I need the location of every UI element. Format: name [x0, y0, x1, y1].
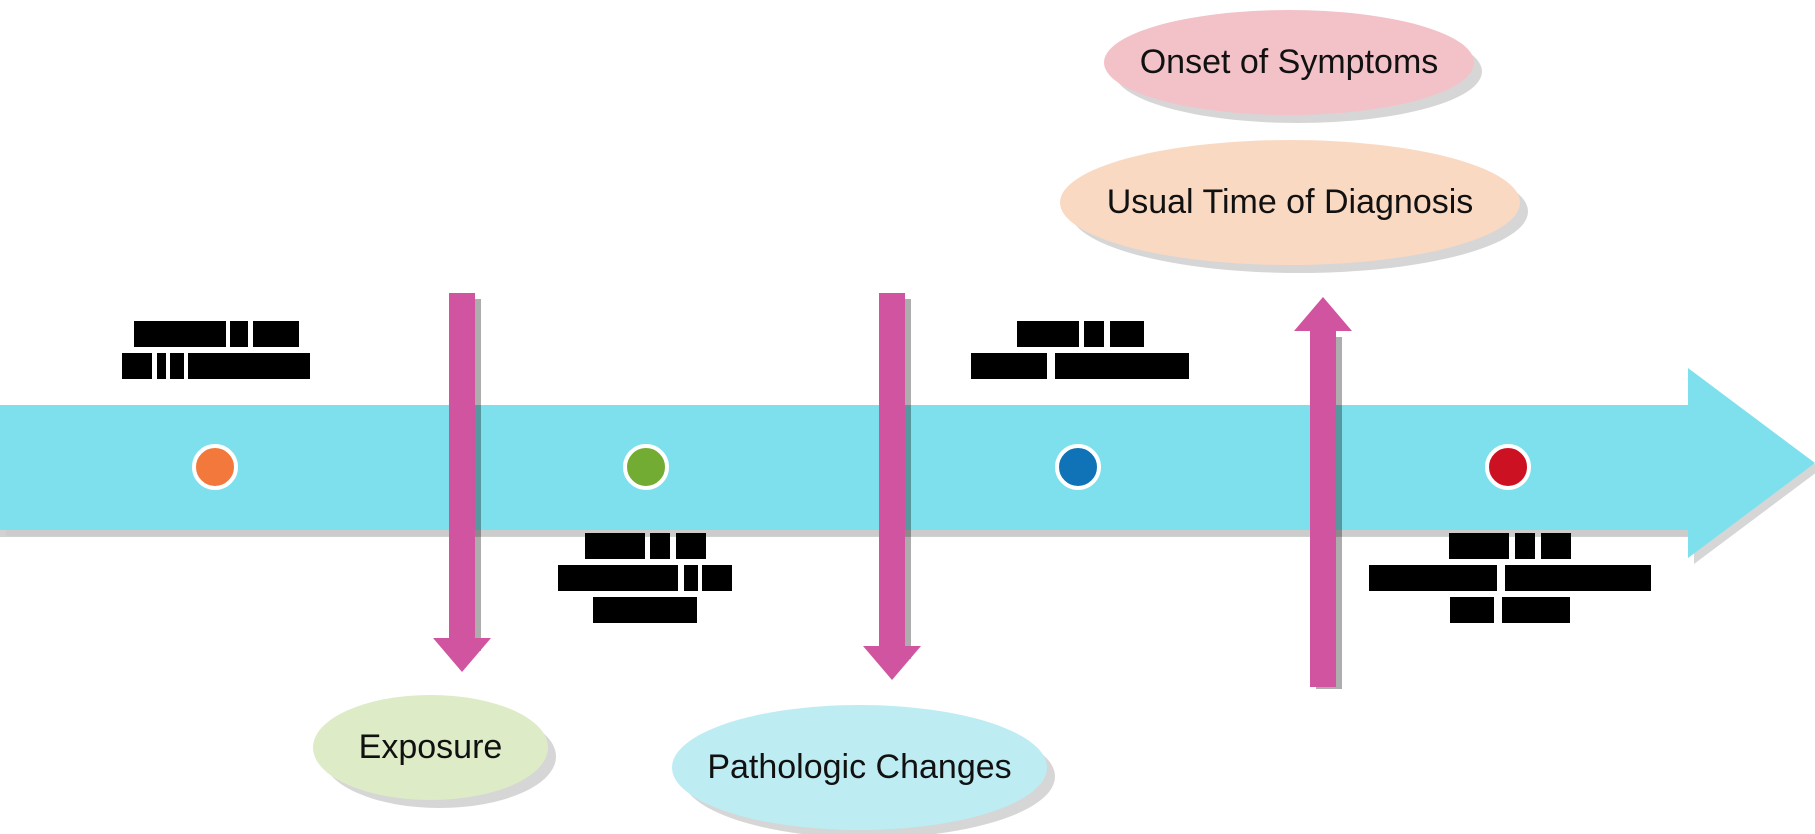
arrowhead-down-icon — [433, 638, 491, 672]
arrowhead-up-icon — [1294, 297, 1352, 331]
callout-pathologic-label: Pathologic Changes — [707, 747, 1012, 786]
callout-exposure[interactable]: Exposure — [313, 695, 548, 800]
marker-stage-susceptibility[interactable] — [192, 444, 238, 490]
marker-stage-clinical[interactable] — [1055, 444, 1101, 490]
marker-stage-subclinical[interactable] — [623, 444, 669, 490]
arrowhead-down-icon — [863, 646, 921, 680]
connector-shaft — [879, 293, 905, 649]
connector-arrow-pathologic — [862, 293, 922, 693]
redacted-text-line — [1369, 565, 1651, 591]
redacted-text-line — [971, 353, 1189, 379]
callout-onset-of-symptoms[interactable]: Onset of Symptoms — [1104, 10, 1474, 115]
connector-arrow-exposure — [432, 293, 492, 678]
redacted-text-line — [122, 353, 310, 379]
redacted-text-line — [558, 565, 732, 591]
callout-diagnosis-label: Usual Time of Diagnosis — [1106, 182, 1474, 221]
callout-exposure-label: Exposure — [358, 727, 503, 766]
connector-shaft — [1310, 329, 1336, 687]
page-title: Natural History of Disease Timeline — [0, 21, 1, 22]
redacted-text-line — [1449, 533, 1571, 559]
connector-arrow-diagnosis — [1293, 297, 1353, 697]
callout-onset-label: Onset of Symptoms — [1139, 42, 1439, 81]
redacted-text-line — [1016, 321, 1144, 347]
callout-usual-time-of-diagnosis[interactable]: Usual Time of Diagnosis — [1060, 140, 1520, 265]
callout-pathologic-changes[interactable]: Pathologic Changes — [672, 705, 1047, 830]
redacted-text-line — [584, 533, 706, 559]
marker-stage-outcome[interactable] — [1485, 444, 1531, 490]
timeline-band — [0, 405, 1700, 537]
timeline-arrowhead-icon — [1688, 368, 1815, 558]
stage-label-susceptibility — [96, 318, 336, 382]
stage-label-outcome — [1340, 530, 1680, 626]
redacted-text-line — [1450, 597, 1570, 623]
redacted-text-line — [133, 321, 299, 347]
stage-label-subclinical — [545, 530, 745, 626]
redacted-text-line — [593, 597, 697, 623]
connector-shaft — [449, 293, 475, 641]
stage-label-clinical — [940, 318, 1220, 382]
